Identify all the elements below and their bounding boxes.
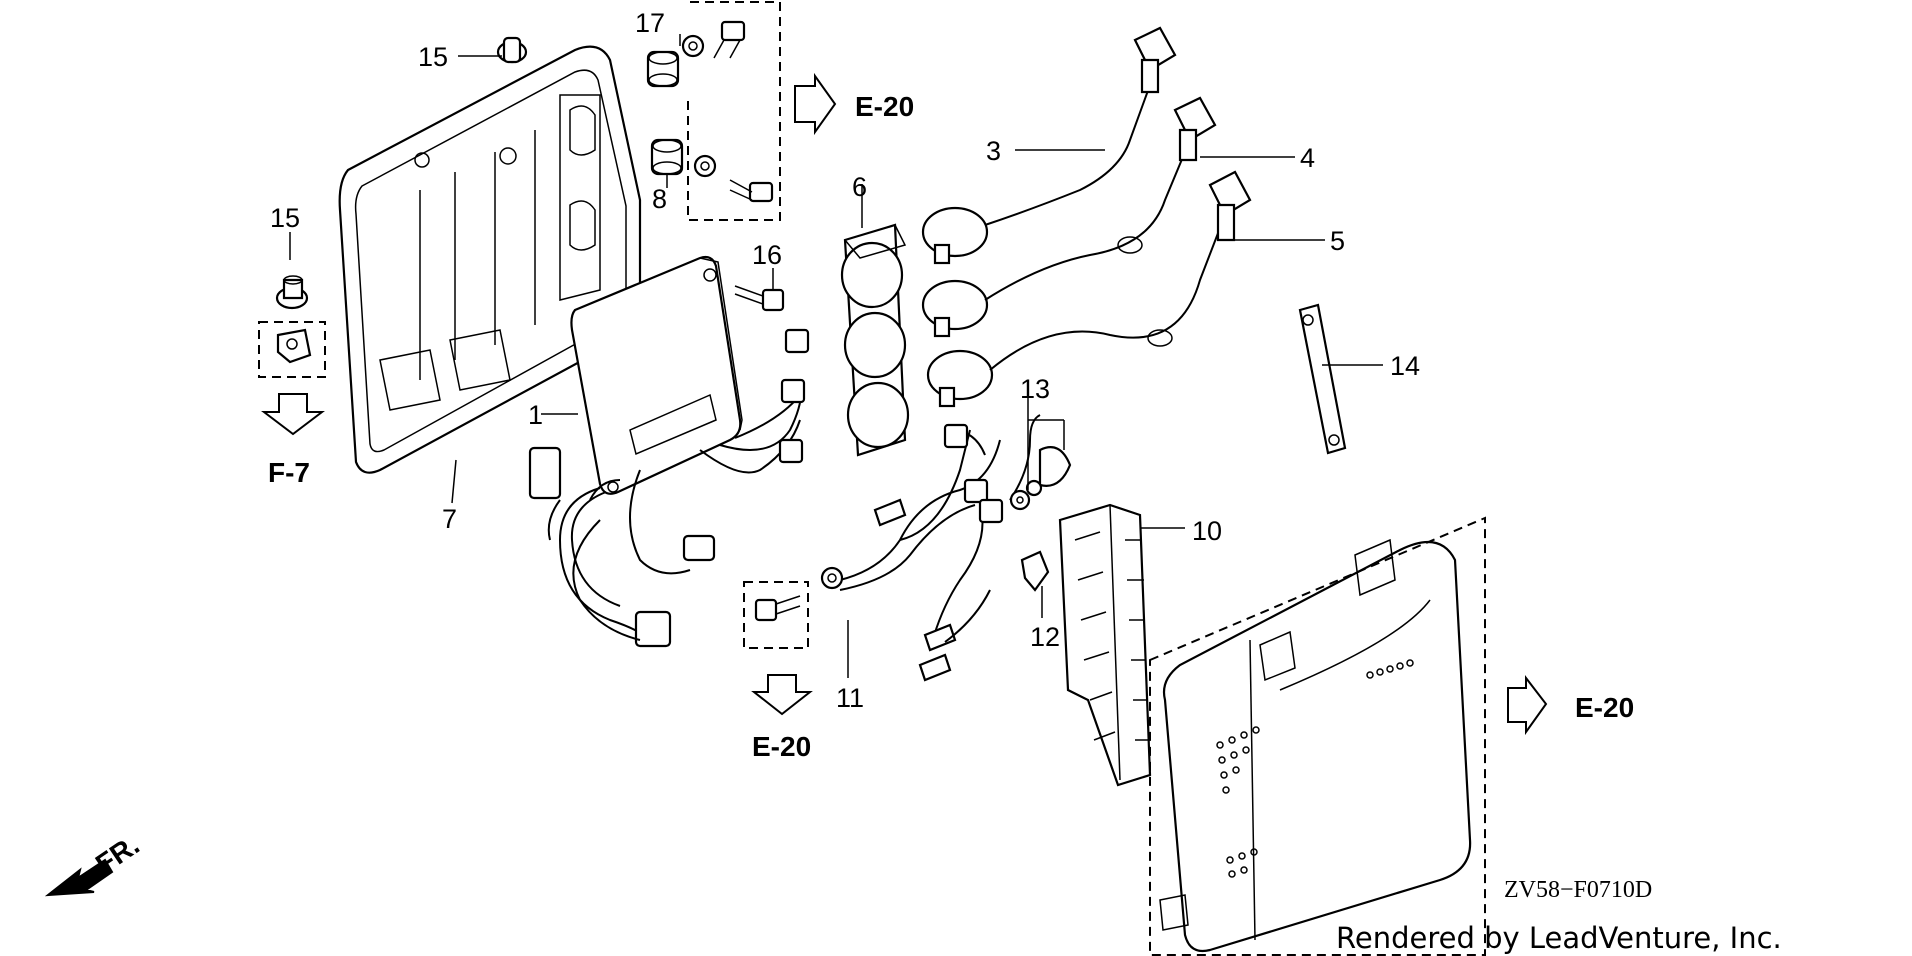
part-label-1: 1 [528,400,543,430]
arrow-e20-right [1507,675,1548,736]
part-label-10: 10 [1192,516,1222,546]
part-label-7: 7 [442,504,457,534]
strip-14-drawing [1298,303,1347,455]
grommet-top-drawing [496,36,528,64]
part-label-13: 13 [1020,374,1050,404]
ref-label-f7: F-7 [268,457,310,488]
credit-text: Rendered by LeadVenture, Inc. [1336,921,1782,955]
capacitor-block-drawing [840,223,910,457]
part-label-3: 3 [986,136,1001,166]
rubber-mounts-drawing [646,20,774,203]
part-label-6: 6 [852,172,867,202]
ref-label-e20-top: E-20 [855,91,914,122]
part-label-5: 5 [1330,226,1345,256]
drawing-code: ZV58−F0710D [1504,877,1652,903]
part-label-14: 14 [1390,351,1420,381]
arrow-e20-bottom [751,674,813,716]
bolt-group-box [687,1,781,221]
clip-left-box [258,321,326,378]
ref-label-e20-bottom: E-20 [752,731,811,762]
part-label-8: 8 [652,184,667,214]
part-label-16: 16 [752,240,782,270]
part-label-15-top: 15 [418,42,448,72]
part-label-4: 4 [1300,143,1315,173]
arrow-e20-top [794,72,837,136]
part-label-12: 12 [1030,622,1060,652]
leader-lines [289,34,1383,678]
part-label-11: 11 [836,683,864,713]
control-module-drawing [570,255,743,495]
ignition-coils-drawing [921,26,1252,408]
cover-drawing [1159,538,1472,953]
part-label-15-left: 15 [270,203,300,233]
front-direction-arrow [44,858,114,897]
arrow-f7 [261,393,325,436]
ref-label-e20-right: E-20 [1575,692,1634,723]
bolt-bottom-drawing [754,595,801,622]
part-label-17: 17 [635,8,665,38]
module-harness-drawing [528,328,810,648]
bolt-16-drawing [734,285,785,312]
bolt-bottom-box [743,581,809,649]
bracket-10-drawing [1058,503,1152,787]
grommet-left-drawing [275,275,309,310]
secondary-harness-drawing [820,414,1072,682]
cover-box [1149,516,1486,956]
clip-12-drawing [1020,550,1050,592]
clip-left-drawing [276,328,312,364]
